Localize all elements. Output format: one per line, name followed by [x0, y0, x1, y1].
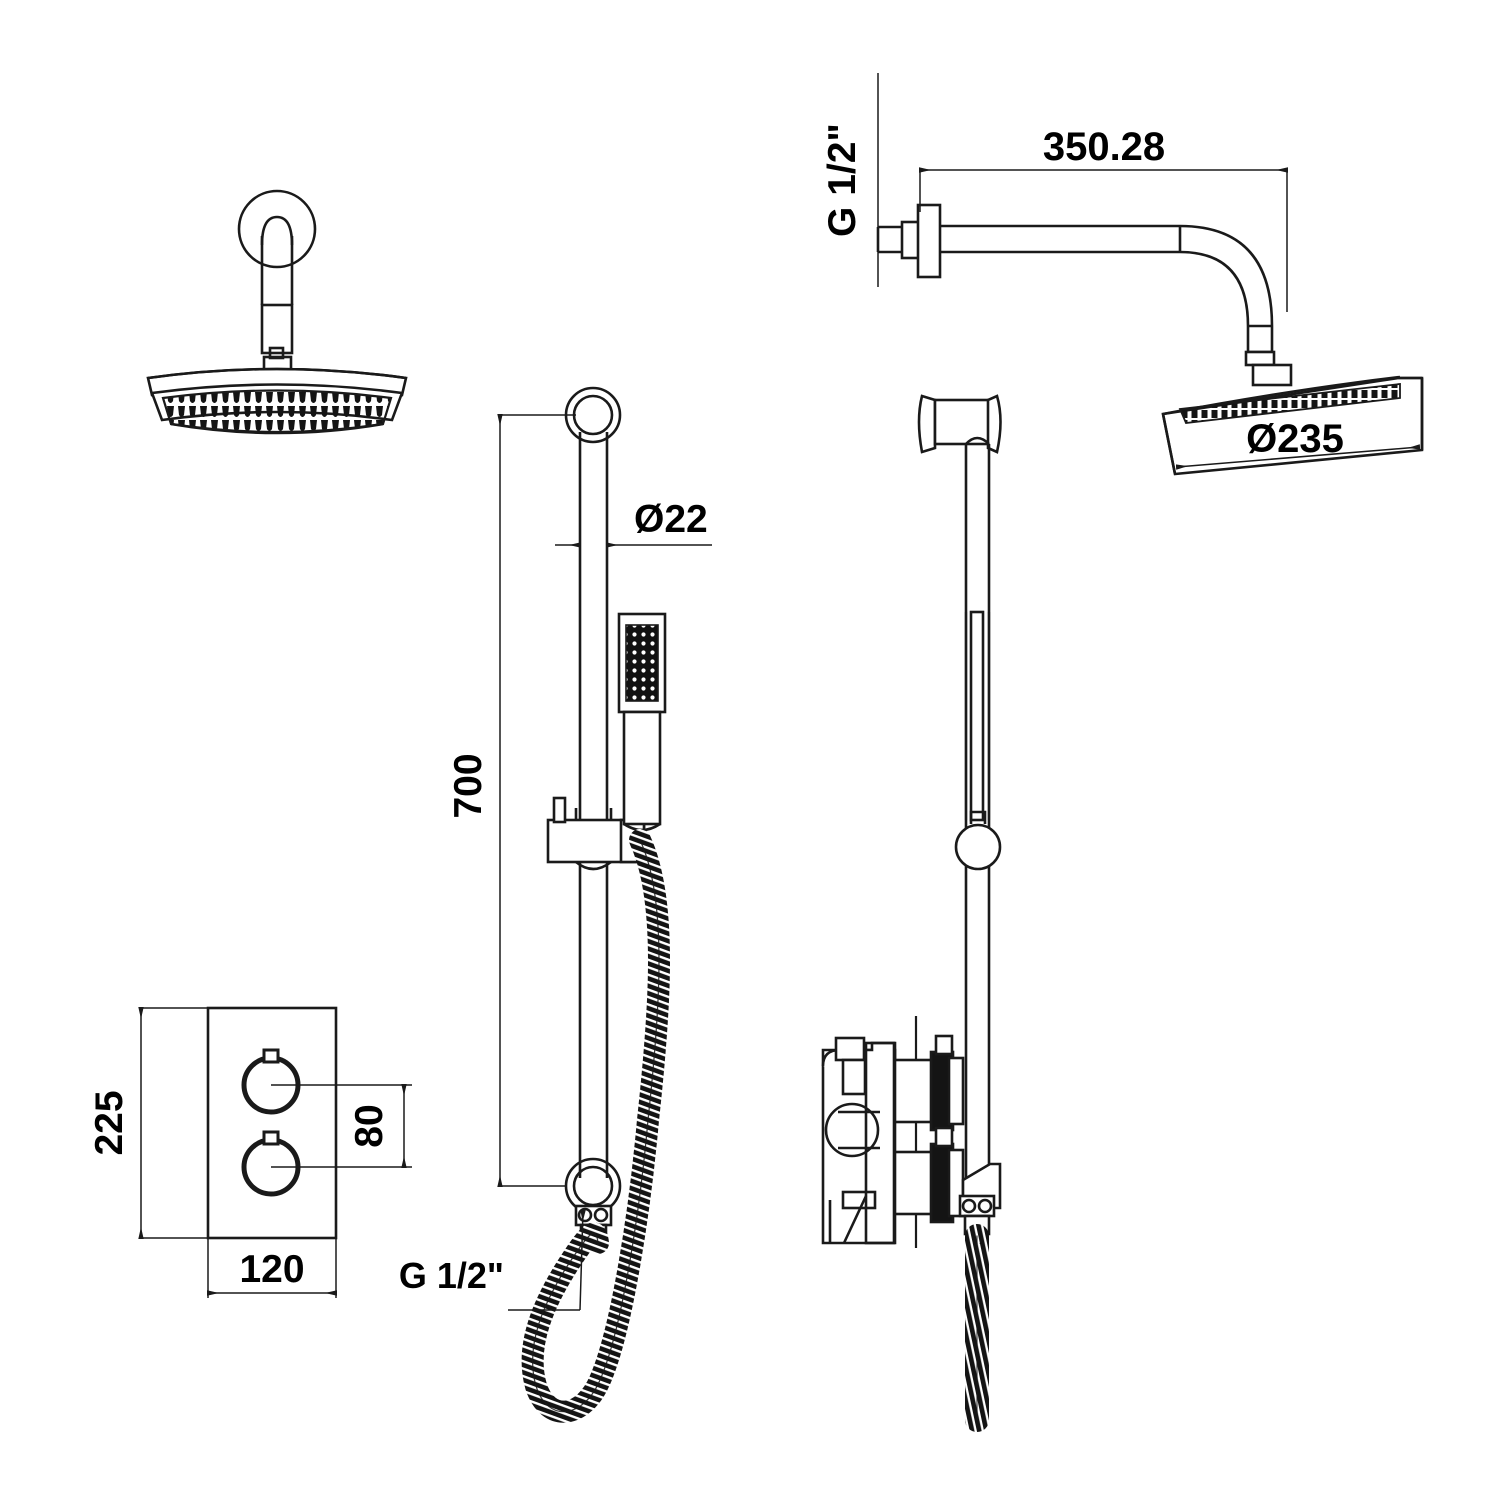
slider-cradle	[575, 860, 612, 871]
dim-350-label: 350.28	[1043, 125, 1165, 169]
dim-d22-label: Ø22	[634, 498, 708, 541]
shower-hose-outline	[532, 839, 660, 1413]
handset-handle	[622, 710, 662, 826]
rail-tube-mid-guide	[964, 612, 991, 820]
dimension-plate-width	[207, 1238, 337, 1298]
arm-tube-bend-top	[260, 215, 294, 246]
view-rain-head-front	[146, 189, 408, 435]
head-outer-edge	[147, 367, 407, 380]
dimension-plate-height	[138, 1007, 212, 1239]
thread-hose-label: G 1/2"	[399, 1255, 504, 1296]
view-rail-valve-side	[821, 394, 1002, 1432]
dim-225-label: 225	[88, 1090, 131, 1155]
dim-235-label: Ø235	[1246, 417, 1344, 461]
thread-inlet-label: G 1/2"	[821, 123, 864, 237]
rail-slot-channel	[969, 610, 985, 822]
annotation-hose-thread	[508, 1209, 586, 1311]
arm-drop-tube	[1246, 326, 1274, 352]
head-nozzle-face	[161, 389, 393, 434]
valve-top-outlet	[834, 1036, 866, 1062]
valve-plate-knob-upper-tab	[262, 1048, 280, 1064]
head-slab-nozzle-band	[1178, 382, 1401, 424]
dim-235-line	[1175, 444, 1421, 470]
valve-knob-upper-cap	[947, 1056, 965, 1126]
view-slide-rail-front	[521, 386, 670, 1423]
valve-lower-port	[841, 1190, 877, 1210]
valve-knob-lower-lever	[934, 1126, 954, 1148]
thread-hose-leader-diag	[579, 1209, 586, 1311]
handset	[617, 612, 667, 832]
rail-tube-top-cap-side	[965, 436, 990, 445]
rail-bracket-cap	[986, 394, 1002, 454]
dimension-arm-projection	[919, 167, 1288, 312]
valve-body-side	[821, 1016, 1002, 1248]
view-valve-plate-front	[206, 1006, 338, 1240]
head-mount-block	[1251, 363, 1293, 387]
arm-tube-lower	[260, 303, 294, 355]
head-lower-edge	[170, 422, 384, 435]
arm-tube-upper	[260, 236, 294, 305]
dim-700-label: 700	[447, 753, 490, 818]
arm-horizontal-tube	[940, 224, 1180, 254]
valve-top-port	[841, 1058, 867, 1096]
hose-nut-side-facet-a	[961, 1198, 977, 1214]
wall-flange-escutcheon	[237, 189, 317, 269]
rail-bracket-arm	[933, 398, 999, 446]
rail-slider-lever-side	[969, 810, 987, 824]
rail-slider-knob	[954, 823, 1002, 871]
slider-lever	[552, 796, 567, 824]
slider-rail-gap-top	[574, 808, 613, 820]
valve-knob-upper-lever	[934, 1034, 954, 1056]
hose-nut-side-facet-b	[977, 1198, 993, 1214]
dimension-knob-spacing	[271, 1084, 412, 1168]
valve-plate-knob-lower-tab	[262, 1130, 280, 1146]
dimension-head-diameter	[1175, 444, 1421, 470]
valve-mid-column	[864, 1041, 896, 1245]
rail-bracket-wall-plate	[917, 394, 937, 454]
valve-lower-detail	[828, 1195, 868, 1244]
arm-head-ball-joint	[1244, 350, 1276, 367]
valve-bore-guides	[838, 1110, 880, 1150]
dimension-rail-length	[497, 414, 576, 1187]
hose-nut-facet-right	[593, 1207, 609, 1223]
arm-wall-flange	[916, 203, 942, 279]
dim-120-label: 120	[239, 1248, 304, 1291]
valve-face-plate	[206, 1006, 338, 1240]
hose-nut-side	[958, 1194, 996, 1218]
handset-spray-face	[625, 624, 659, 702]
head-slab-left-edge	[1161, 413, 1177, 475]
dim-80-label: 80	[348, 1104, 391, 1147]
arm-elbow-inner	[1179, 250, 1250, 327]
arm-elbow-outer	[1179, 224, 1274, 327]
